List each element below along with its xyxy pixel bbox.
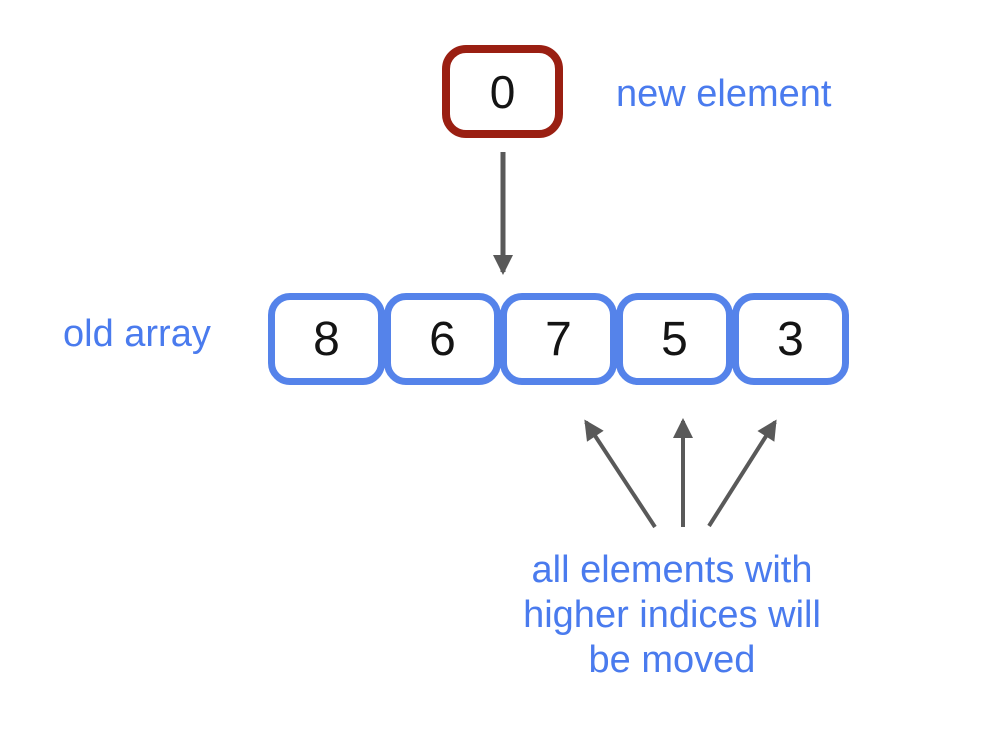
new-element-value: 0 (489, 65, 516, 118)
moved-up-arrow-right-icon (707, 419, 777, 528)
caption-line: be moved (588, 639, 756, 681)
new-element-box: 0 (442, 45, 563, 138)
moved-elements-caption: all elements with higher indices will be… (497, 548, 847, 683)
array-cell-0: 8 (268, 293, 385, 385)
moved-up-arrow-left-icon (584, 419, 657, 529)
new-element-label: new element (616, 73, 832, 115)
array-cell-value: 7 (545, 312, 572, 366)
old-array-row: 8 6 7 5 3 (268, 293, 849, 385)
array-cell-value: 5 (661, 312, 688, 366)
caption-line: all elements with (531, 549, 813, 591)
array-cell-2: 7 (500, 293, 617, 385)
old-array-label: old array (63, 313, 211, 355)
array-cell-4: 3 (732, 293, 849, 385)
array-cell-1: 6 (384, 293, 501, 385)
array-cell-value: 8 (313, 312, 340, 366)
array-cell-value: 6 (429, 312, 456, 366)
array-cell-3: 5 (616, 293, 733, 385)
caption-line: higher indices will (523, 594, 821, 636)
array-cell-value: 3 (777, 312, 804, 366)
